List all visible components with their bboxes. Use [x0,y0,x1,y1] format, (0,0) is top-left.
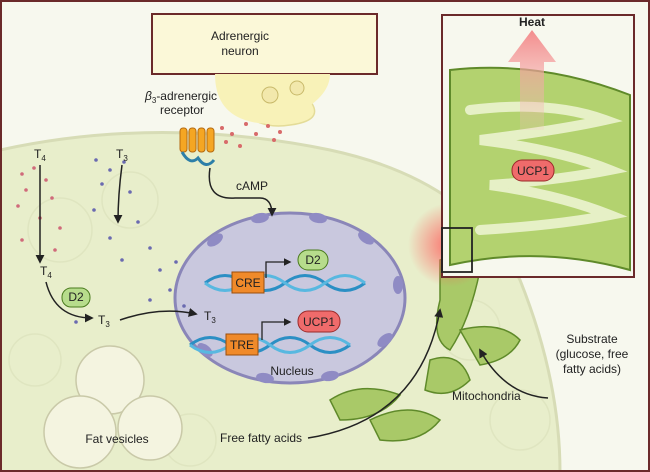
label-t4-top: T4 [34,147,46,163]
label-d2-enzyme: D2 [68,290,84,304]
label-receptor: receptor [160,103,204,117]
label-substrate-detail-2: fatty acids) [563,362,621,376]
neuron-vesicle [289,80,305,96]
neuron-label-box [151,13,378,75]
label-t3-nucleus: T3 [204,309,216,325]
arrow-camp [208,167,277,217]
inset-source-box [441,227,473,273]
ucp1-protein [511,159,555,182]
d2-enzyme [61,287,91,308]
d2-gene-product [297,249,329,271]
nuclear-pores [197,212,403,384]
fat-vesicles [43,345,183,469]
label-beta3: β3-adrenergic [144,89,217,105]
label-adrenergic: Adrenergic [211,29,269,43]
mitochondrion-cristae [465,101,628,235]
dna-helix-tre [189,336,351,354]
arrow-t3-nucleus [119,308,198,321]
arrow-free-fatty-acids [307,308,444,439]
arrow-t3-down [113,164,123,224]
arrow-tre-ucp1 [261,318,292,340]
label-t3-middle: T3 [98,313,110,329]
label-t4-bottom: T4 [40,264,52,280]
label-ucp1-gene: UCP1 [303,315,335,329]
arrow-t4-t3 [45,281,94,323]
t4-dots [16,166,62,252]
arrow-substrate [479,348,549,399]
heat-arrow [508,30,556,130]
norepinephrine-dots [220,122,282,148]
label-t3-top: T3 [116,147,128,163]
beta3-receptor [179,127,216,166]
label-fat-vesicles: Fat vesicles [85,432,148,446]
ucp1-gene-product [297,310,341,333]
label-tre: TRE [230,338,254,352]
label-substrate: Substrate [566,332,618,346]
arrow-cre-d2 [265,258,292,278]
label-neuron: neuron [221,44,258,58]
label-nucleus: Nucleus [270,364,313,378]
label-cre: CRE [235,276,260,290]
label-ucp1-protein: UCP1 [517,164,549,178]
label-d2-gene: D2 [305,253,321,267]
tre-element [225,333,259,356]
neuron-vesicle [261,86,279,104]
label-substrate-detail-1: (glucose, free [556,347,629,361]
label-camp: cAMP [236,179,268,193]
label-mitochondria: Mitochondria [452,389,521,403]
label-free-fatty-acids: Free fatty acids [220,431,302,445]
label-heat: Heat [519,15,545,29]
cre-element [231,271,265,294]
